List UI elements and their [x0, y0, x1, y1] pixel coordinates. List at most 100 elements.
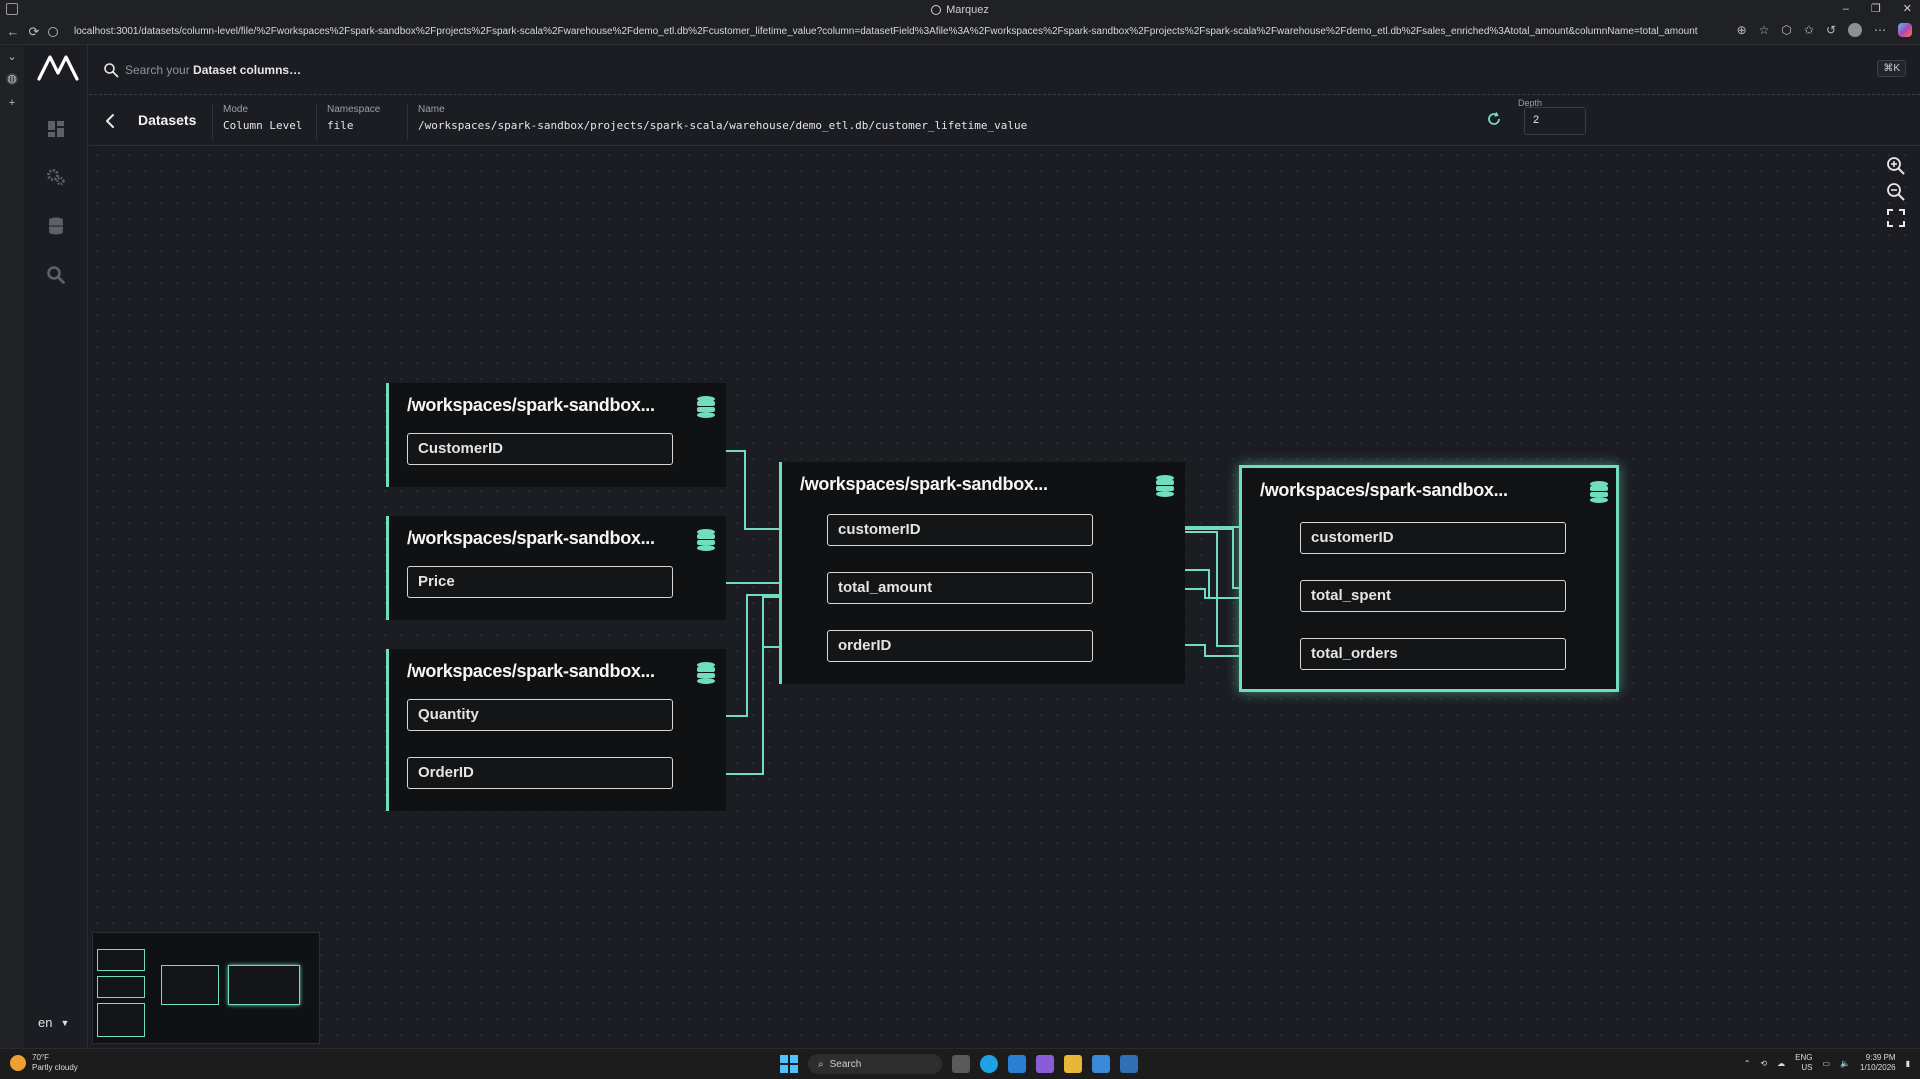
dashboard-icon[interactable]	[46, 119, 66, 139]
column-field[interactable]: OrderID	[407, 757, 673, 789]
name-label: Name	[418, 104, 1027, 115]
weather-condition: Partly cloudy	[32, 1063, 78, 1073]
onedrive-icon[interactable]: ☁	[1777, 1059, 1785, 1068]
lineage-canvas[interactable]: /workspaces/spark-sandbox... CustomerID …	[89, 147, 1920, 1048]
database-icon	[696, 395, 716, 419]
window-controls: – ❐ ✕	[1843, 0, 1912, 19]
column-field[interactable]: total_orders	[1300, 638, 1566, 670]
edge-browser-icon[interactable]	[980, 1055, 998, 1073]
selected-dataset-node[interactable]: /workspaces/spark-sandbox... customerID …	[1239, 465, 1619, 692]
store-icon[interactable]	[1092, 1055, 1110, 1073]
mode-value: Column Level	[223, 119, 302, 132]
copilot-icon[interactable]	[1898, 23, 1912, 37]
dataset-node-title: /workspaces/spark-sandbox...	[1260, 480, 1508, 501]
chevron-down-icon[interactable]: ⌄	[6, 51, 18, 63]
input-language[interactable]: ENG US	[1795, 1053, 1812, 1073]
favorite-star-icon[interactable]: ☆	[1759, 23, 1770, 37]
search-icon	[103, 62, 119, 78]
language-value: en	[38, 1015, 52, 1030]
extensions-icon[interactable]: ⬡	[1781, 23, 1791, 37]
fit-view-icon[interactable]	[1886, 208, 1906, 228]
restore-icon[interactable]: ❐	[1871, 0, 1881, 19]
minimap[interactable]	[92, 932, 320, 1044]
column-field[interactable]: customerID	[827, 514, 1093, 546]
database-icon	[696, 528, 716, 552]
back-arrow-icon[interactable]: ←	[5, 24, 21, 39]
dataset-node[interactable]: /workspaces/spark-sandbox... Price	[386, 516, 726, 620]
dataset-node[interactable]: /workspaces/spark-sandbox... CustomerID	[386, 383, 726, 487]
refresh-icon[interactable]	[1486, 111, 1502, 127]
url-input[interactable]: localhost:3001/datasets/column-level/fil…	[74, 26, 1754, 37]
taskbar-search-icon: ⌕	[818, 1059, 824, 1070]
app-icon[interactable]	[1120, 1055, 1138, 1073]
site-info-icon[interactable]	[48, 27, 58, 37]
breadcrumb-datasets[interactable]: Datasets	[138, 112, 196, 128]
app-sidebar: en ▼	[24, 45, 88, 1048]
window-title: Marquez	[931, 4, 989, 16]
notification-icon[interactable]: ▮	[1906, 1059, 1910, 1068]
weather-widget[interactable]: 70°F Partly cloudy	[10, 1053, 78, 1073]
task-view-icon[interactable]	[952, 1055, 970, 1073]
column-field[interactable]: Quantity	[407, 699, 673, 731]
database-icon	[696, 661, 716, 685]
tray-sync-icon[interactable]: ⟲	[1760, 1059, 1767, 1068]
tray-chevron-icon[interactable]: ⌃	[1744, 1059, 1751, 1068]
close-icon[interactable]: ✕	[1903, 0, 1912, 19]
caret-down-icon: ▼	[60, 1018, 69, 1028]
dataset-node-title: /workspaces/spark-sandbox...	[407, 661, 655, 682]
search-target: Dataset columns…	[193, 63, 301, 77]
minimap-node	[97, 1003, 145, 1037]
tab-globe-icon[interactable]: ◍	[6, 73, 18, 85]
window-titlebar: Marquez – ❐ ✕	[0, 0, 1920, 19]
profile-avatar[interactable]	[1848, 23, 1862, 37]
minimap-node	[97, 976, 145, 998]
dataset-node[interactable]: /workspaces/spark-sandbox... customerID …	[779, 462, 1185, 684]
more-menu-icon[interactable]: ⋯	[1874, 23, 1886, 37]
windows-start-icon[interactable]	[780, 1055, 798, 1073]
copilot-app-icon[interactable]	[1036, 1055, 1054, 1073]
datasets-database-icon[interactable]	[46, 216, 66, 236]
search-events-icon[interactable]	[46, 265, 66, 285]
dataset-header: Datasets Mode Column Level Namespace fil…	[89, 96, 1920, 146]
zoom-in-icon[interactable]	[1886, 156, 1906, 176]
column-field[interactable]: Price	[407, 566, 673, 598]
new-tab-icon[interactable]: +	[6, 97, 18, 109]
marquez-logo[interactable]	[36, 51, 80, 85]
search-prefix: Search your	[125, 63, 190, 77]
column-field[interactable]: total_spent	[1300, 580, 1566, 612]
dataset-node[interactable]: /workspaces/spark-sandbox... Quantity Or…	[386, 649, 726, 811]
namespace-info: Namespace file	[316, 104, 380, 140]
minimize-icon[interactable]: –	[1843, 0, 1849, 19]
namespace-label: Namespace	[327, 104, 380, 115]
namespace-value: file	[327, 119, 380, 132]
name-info: Name /workspaces/spark-sandbox/projects/…	[407, 104, 1027, 140]
taskbar-apps: ⌕ Search	[780, 1054, 1138, 1074]
search-input[interactable]: Search your Dataset columns…	[125, 63, 301, 77]
top-search-bar: Search your Dataset columns… ⌘K	[89, 45, 1920, 95]
column-field[interactable]: customerID	[1300, 522, 1566, 554]
volume-icon[interactable]: 🔈	[1840, 1059, 1850, 1068]
back-chevron-icon[interactable]	[103, 112, 117, 130]
vscode-icon[interactable]	[1008, 1055, 1026, 1073]
dataset-node-title: /workspaces/spark-sandbox...	[407, 395, 655, 416]
file-explorer-icon[interactable]	[1064, 1055, 1082, 1073]
windows-taskbar: 70°F Partly cloudy ⌕ Search ⌃ ⟲ ☁ ENG US…	[0, 1048, 1920, 1079]
network-icon[interactable]: ▭	[1822, 1059, 1830, 1068]
column-field[interactable]: CustomerID	[407, 433, 673, 465]
history-icon[interactable]: ↺	[1826, 23, 1836, 37]
clock-time: 9:39 PM	[1860, 1053, 1896, 1063]
clock[interactable]: 9:39 PM 1/10/2026	[1860, 1053, 1896, 1073]
zoom-out-icon[interactable]	[1886, 182, 1906, 202]
favorites-icon[interactable]: ✩	[1804, 23, 1814, 37]
column-field[interactable]: orderID	[827, 630, 1093, 662]
zoom-icon[interactable]: ⊕	[1737, 23, 1747, 37]
jobs-gears-icon[interactable]	[46, 167, 66, 187]
minimap-node	[97, 949, 145, 971]
column-field[interactable]: total_amount	[827, 572, 1093, 604]
depth-input[interactable]: 2	[1524, 107, 1586, 135]
language-select[interactable]: en ▼	[38, 1015, 69, 1030]
reload-icon[interactable]: ⟳	[26, 24, 42, 40]
dataset-node-title: /workspaces/spark-sandbox...	[407, 528, 655, 549]
taskbar-search[interactable]: ⌕ Search	[808, 1054, 942, 1074]
mode-label: Mode	[223, 104, 302, 115]
